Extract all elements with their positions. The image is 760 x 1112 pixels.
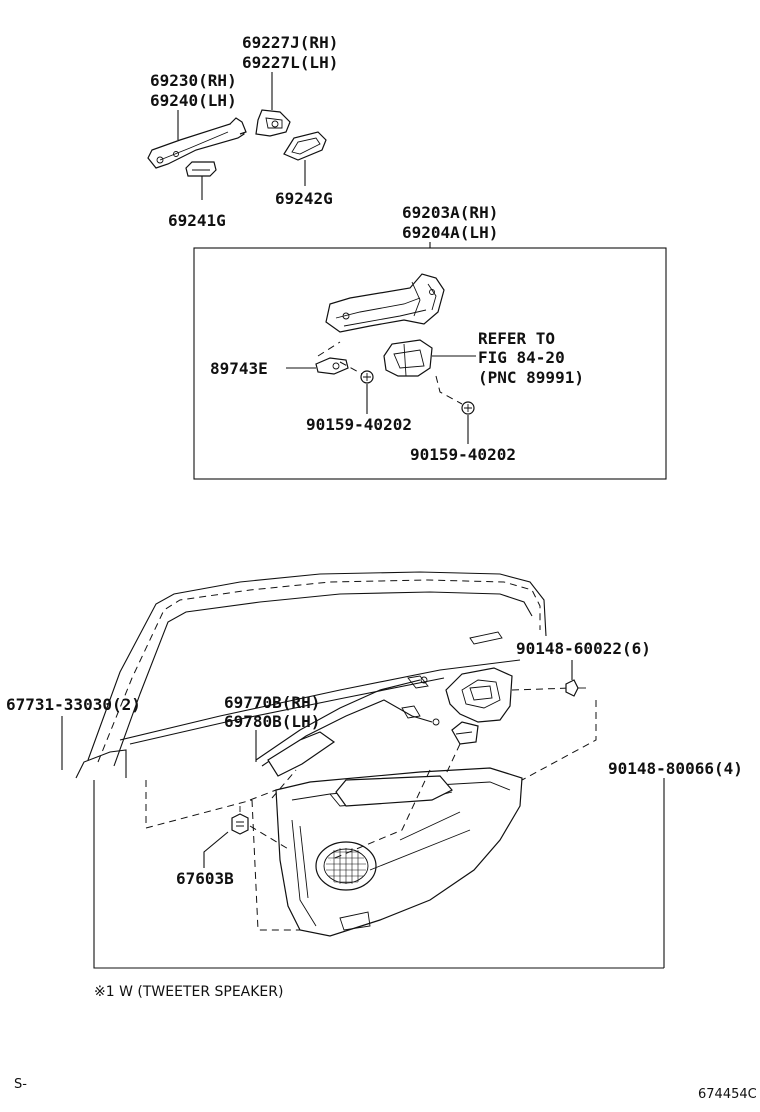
- cable-69770b: [255, 675, 440, 777]
- refer-line3: (PNC 89991): [478, 368, 584, 387]
- leader-67603b: [203, 831, 229, 868]
- assembly-bracket: [93, 780, 664, 969]
- clip-67603b: [231, 806, 249, 835]
- label-90148-80066: 90148-80066(4): [608, 759, 743, 778]
- door-trim-board: [275, 767, 523, 937]
- refer-line2: FIG 84-20: [478, 348, 565, 367]
- lock-lever: [383, 339, 433, 377]
- label-69203a-rh: 69203A(RH): [402, 203, 498, 222]
- footnote-tweeter: ※1 W (TWEETER SPEAKER): [94, 984, 283, 1000]
- label-screw-b: 90159-40202: [410, 445, 516, 464]
- corner-left-code: S-: [14, 1077, 27, 1092]
- frame-bracket: [325, 273, 445, 333]
- label-69240-lh: 69240(LH): [150, 91, 237, 110]
- gasket-69242g: [283, 131, 327, 161]
- refer-line1: REFER TO: [478, 329, 555, 348]
- label-89743e: 89743E: [210, 359, 268, 378]
- label-69227-rh: 69227J(RH): [242, 33, 338, 52]
- door-group: 90148-60022(6) 69770B(RH) 69780B(LH) 677…: [6, 571, 743, 969]
- figure-number: 674454C: [698, 1087, 757, 1102]
- frame-assy-group: 69203A(RH) 69204A(LH) REFER TO FIG 84-20…: [193, 203, 667, 480]
- door-sash: [75, 571, 547, 779]
- label-67603b: 67603B: [176, 869, 234, 888]
- inside-handle-frame: [445, 667, 513, 745]
- speaker-grille: [326, 848, 366, 884]
- screw-b: [461, 401, 475, 415]
- label-69780b-lh: 69780B(LH): [224, 712, 320, 731]
- clip-89743e: [315, 357, 349, 375]
- outside-handle-69230: [147, 117, 247, 169]
- outside-handle-group: 69227J(RH) 69227L(LH) 69230(RH) 69240(LH…: [147, 33, 338, 230]
- label-69230-rh: 69230(RH): [150, 71, 237, 90]
- label-69204a-lh: 69204A(LH): [402, 223, 498, 242]
- frame-assy-box: [193, 247, 667, 480]
- label-67731: 67731-33030(2): [6, 695, 141, 714]
- label-69770b-rh: 69770B(RH): [224, 693, 320, 712]
- label-screw-a: 90159-40202: [306, 415, 412, 434]
- screw-a: [360, 370, 374, 384]
- label-69242g: 69242G: [275, 189, 333, 208]
- clip-90148-60022: [565, 679, 586, 697]
- label-69227-lh: 69227L(LH): [242, 53, 338, 72]
- handle-cover-69227: [255, 109, 291, 137]
- label-69241g: 69241G: [168, 211, 226, 230]
- label-90148-60022: 90148-60022(6): [516, 639, 651, 658]
- pad-69241g: [185, 161, 217, 177]
